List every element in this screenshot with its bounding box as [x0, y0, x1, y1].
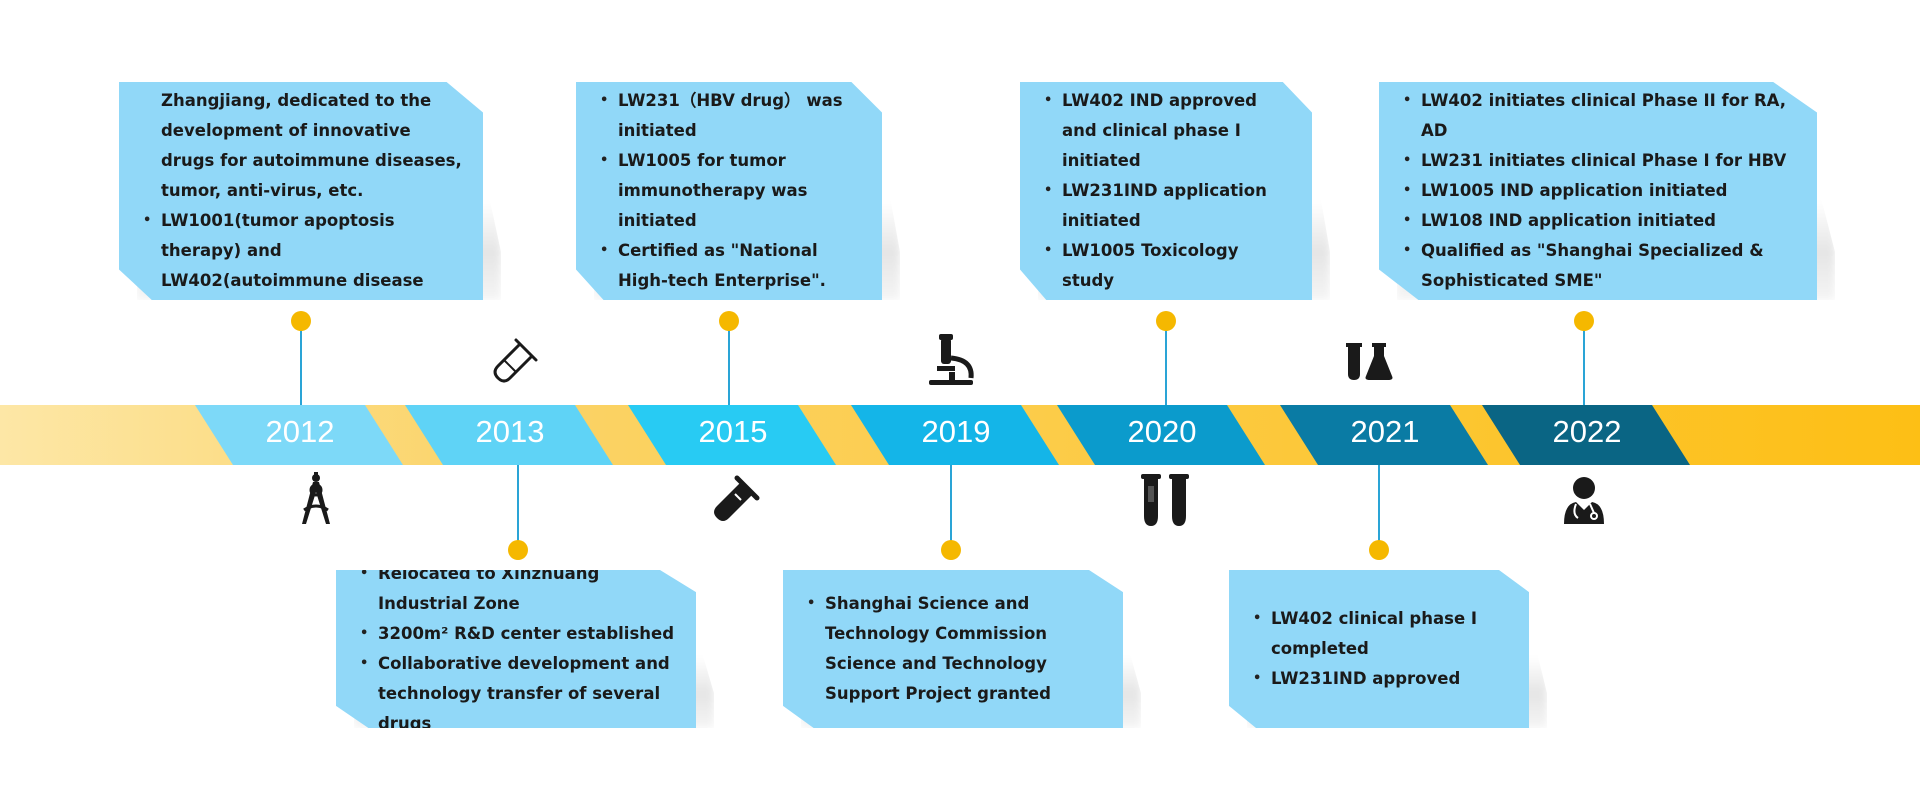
year-label-2021: 2021: [1351, 414, 1420, 449]
microscope-icon: [929, 334, 974, 385]
year-label-2015: 2015: [699, 414, 768, 449]
card-body: LW402 IND approved and clinical phase I …: [1020, 82, 1312, 300]
milestone-item: Certified as "National High-tech Enterpr…: [600, 236, 864, 296]
milestone-item: LW231（HBV drug） was initiated: [600, 86, 864, 146]
milestone-dot-2021: [1369, 540, 1389, 560]
doctor-icon: [1564, 477, 1604, 524]
card-body: Relocated to Xinzhuang Industrial Zone32…: [336, 570, 696, 728]
milestone-item: LW402 IND approved and clinical phase I …: [1044, 86, 1294, 176]
milestone-card-2015: LW231（HBV drug） was initiatedLW1005 for …: [576, 82, 900, 300]
milestone-item: LW1001(tumor apoptosis therapy) and LW40…: [143, 206, 465, 300]
milestone-card-2013: Relocated to Xinzhuang Industrial Zone32…: [336, 570, 714, 728]
year-chevron-2012: [195, 405, 403, 465]
milestone-list: Founded in Shanghai Zhangjiang, dedicate…: [143, 82, 465, 300]
year-chevron-2020: [1057, 405, 1265, 465]
milestone-card-2012: Founded in Shanghai Zhangjiang, dedicate…: [119, 82, 501, 300]
milestone-list: LW402 initiates clinical Phase II for RA…: [1403, 86, 1799, 296]
milestone-item: Shanghai Science and Technology Commissi…: [807, 589, 1105, 709]
milestone-card-2019: Shanghai Science and Technology Commissi…: [783, 570, 1141, 728]
year-chevron-2015: [628, 405, 836, 465]
milestone-item: Relocated to Xinzhuang Industrial Zone: [360, 570, 678, 619]
card-body: LW402 initiates clinical Phase II for RA…: [1379, 82, 1817, 300]
milestone-list: Shanghai Science and Technology Commissi…: [807, 589, 1105, 709]
milestone-item: LW402 clinical phase I completed: [1253, 604, 1511, 664]
year-chevron-2019: [851, 405, 1059, 465]
year-label-2022: 2022: [1553, 414, 1622, 449]
year-chevron-2013: [405, 405, 613, 465]
year-chevron-2021: [1280, 405, 1488, 465]
test-tube-outline-icon: [493, 338, 538, 383]
year-chevron-2022: [1482, 405, 1690, 465]
milestone-item: Qualified as "Shanghai Specialized & Sop…: [1403, 236, 1799, 296]
milestone-dot-2015: [719, 311, 739, 331]
milestone-item: LW231 initiates clinical Phase I for HBV: [1403, 146, 1799, 176]
year-label-2012: 2012: [266, 414, 335, 449]
milestone-item: LW1005 Toxicology study: [1044, 236, 1294, 296]
milestone-item: LW1005 for tumor immunotherapy was initi…: [600, 146, 864, 236]
milestone-list: LW402 IND approved and clinical phase I …: [1044, 86, 1294, 296]
milestone-dot-2019: [941, 540, 961, 560]
milestone-item: 3200m² R&D center established: [360, 619, 678, 649]
card-body: Shanghai Science and Technology Commissi…: [783, 570, 1123, 728]
milestone-item: Collaborative development and technology…: [360, 649, 678, 728]
milestone-item: LW1005 IND application initiated: [1403, 176, 1799, 206]
milestone-item: LW402 initiates clinical Phase II for RA…: [1403, 86, 1799, 146]
milestone-dot-2012: [291, 311, 311, 331]
card-body: Founded in Shanghai Zhangjiang, dedicate…: [119, 82, 483, 300]
milestone-list: Relocated to Xinzhuang Industrial Zone32…: [360, 570, 678, 728]
milestone-card-2020: LW402 IND approved and clinical phase I …: [1020, 82, 1330, 300]
card-body: LW402 clinical phase I completedLW231IND…: [1229, 570, 1529, 728]
year-label-2020: 2020: [1128, 414, 1197, 449]
milestone-list: LW231（HBV drug） was initiatedLW1005 for …: [600, 86, 864, 296]
milestone-item: LW108 IND application initiated: [1403, 206, 1799, 236]
test-tubes-pair-icon: [1141, 474, 1189, 526]
year-label-2019: 2019: [922, 414, 991, 449]
drafting-compass-icon: [302, 472, 330, 524]
milestone-dot-2020: [1156, 311, 1176, 331]
milestone-list: LW402 clinical phase I completedLW231IND…: [1253, 604, 1511, 694]
milestone-item: LW231IND approved: [1253, 664, 1511, 694]
milestone-dot-2013: [508, 540, 528, 560]
milestone-item: LW231IND application initiated: [1044, 176, 1294, 236]
milestone-dot-2022: [1574, 311, 1594, 331]
milestone-card-2021: LW402 clinical phase I completedLW231IND…: [1229, 570, 1547, 728]
card-body: LW231（HBV drug） was initiatedLW1005 for …: [576, 82, 882, 300]
test-tube-icon: [714, 475, 760, 521]
milestone-card-2022: LW402 initiates clinical Phase II for RA…: [1379, 82, 1835, 300]
milestone-item: Founded in Shanghai Zhangjiang, dedicate…: [143, 82, 465, 206]
flasks-icon: [1346, 343, 1393, 380]
year-label-2013: 2013: [476, 414, 545, 449]
